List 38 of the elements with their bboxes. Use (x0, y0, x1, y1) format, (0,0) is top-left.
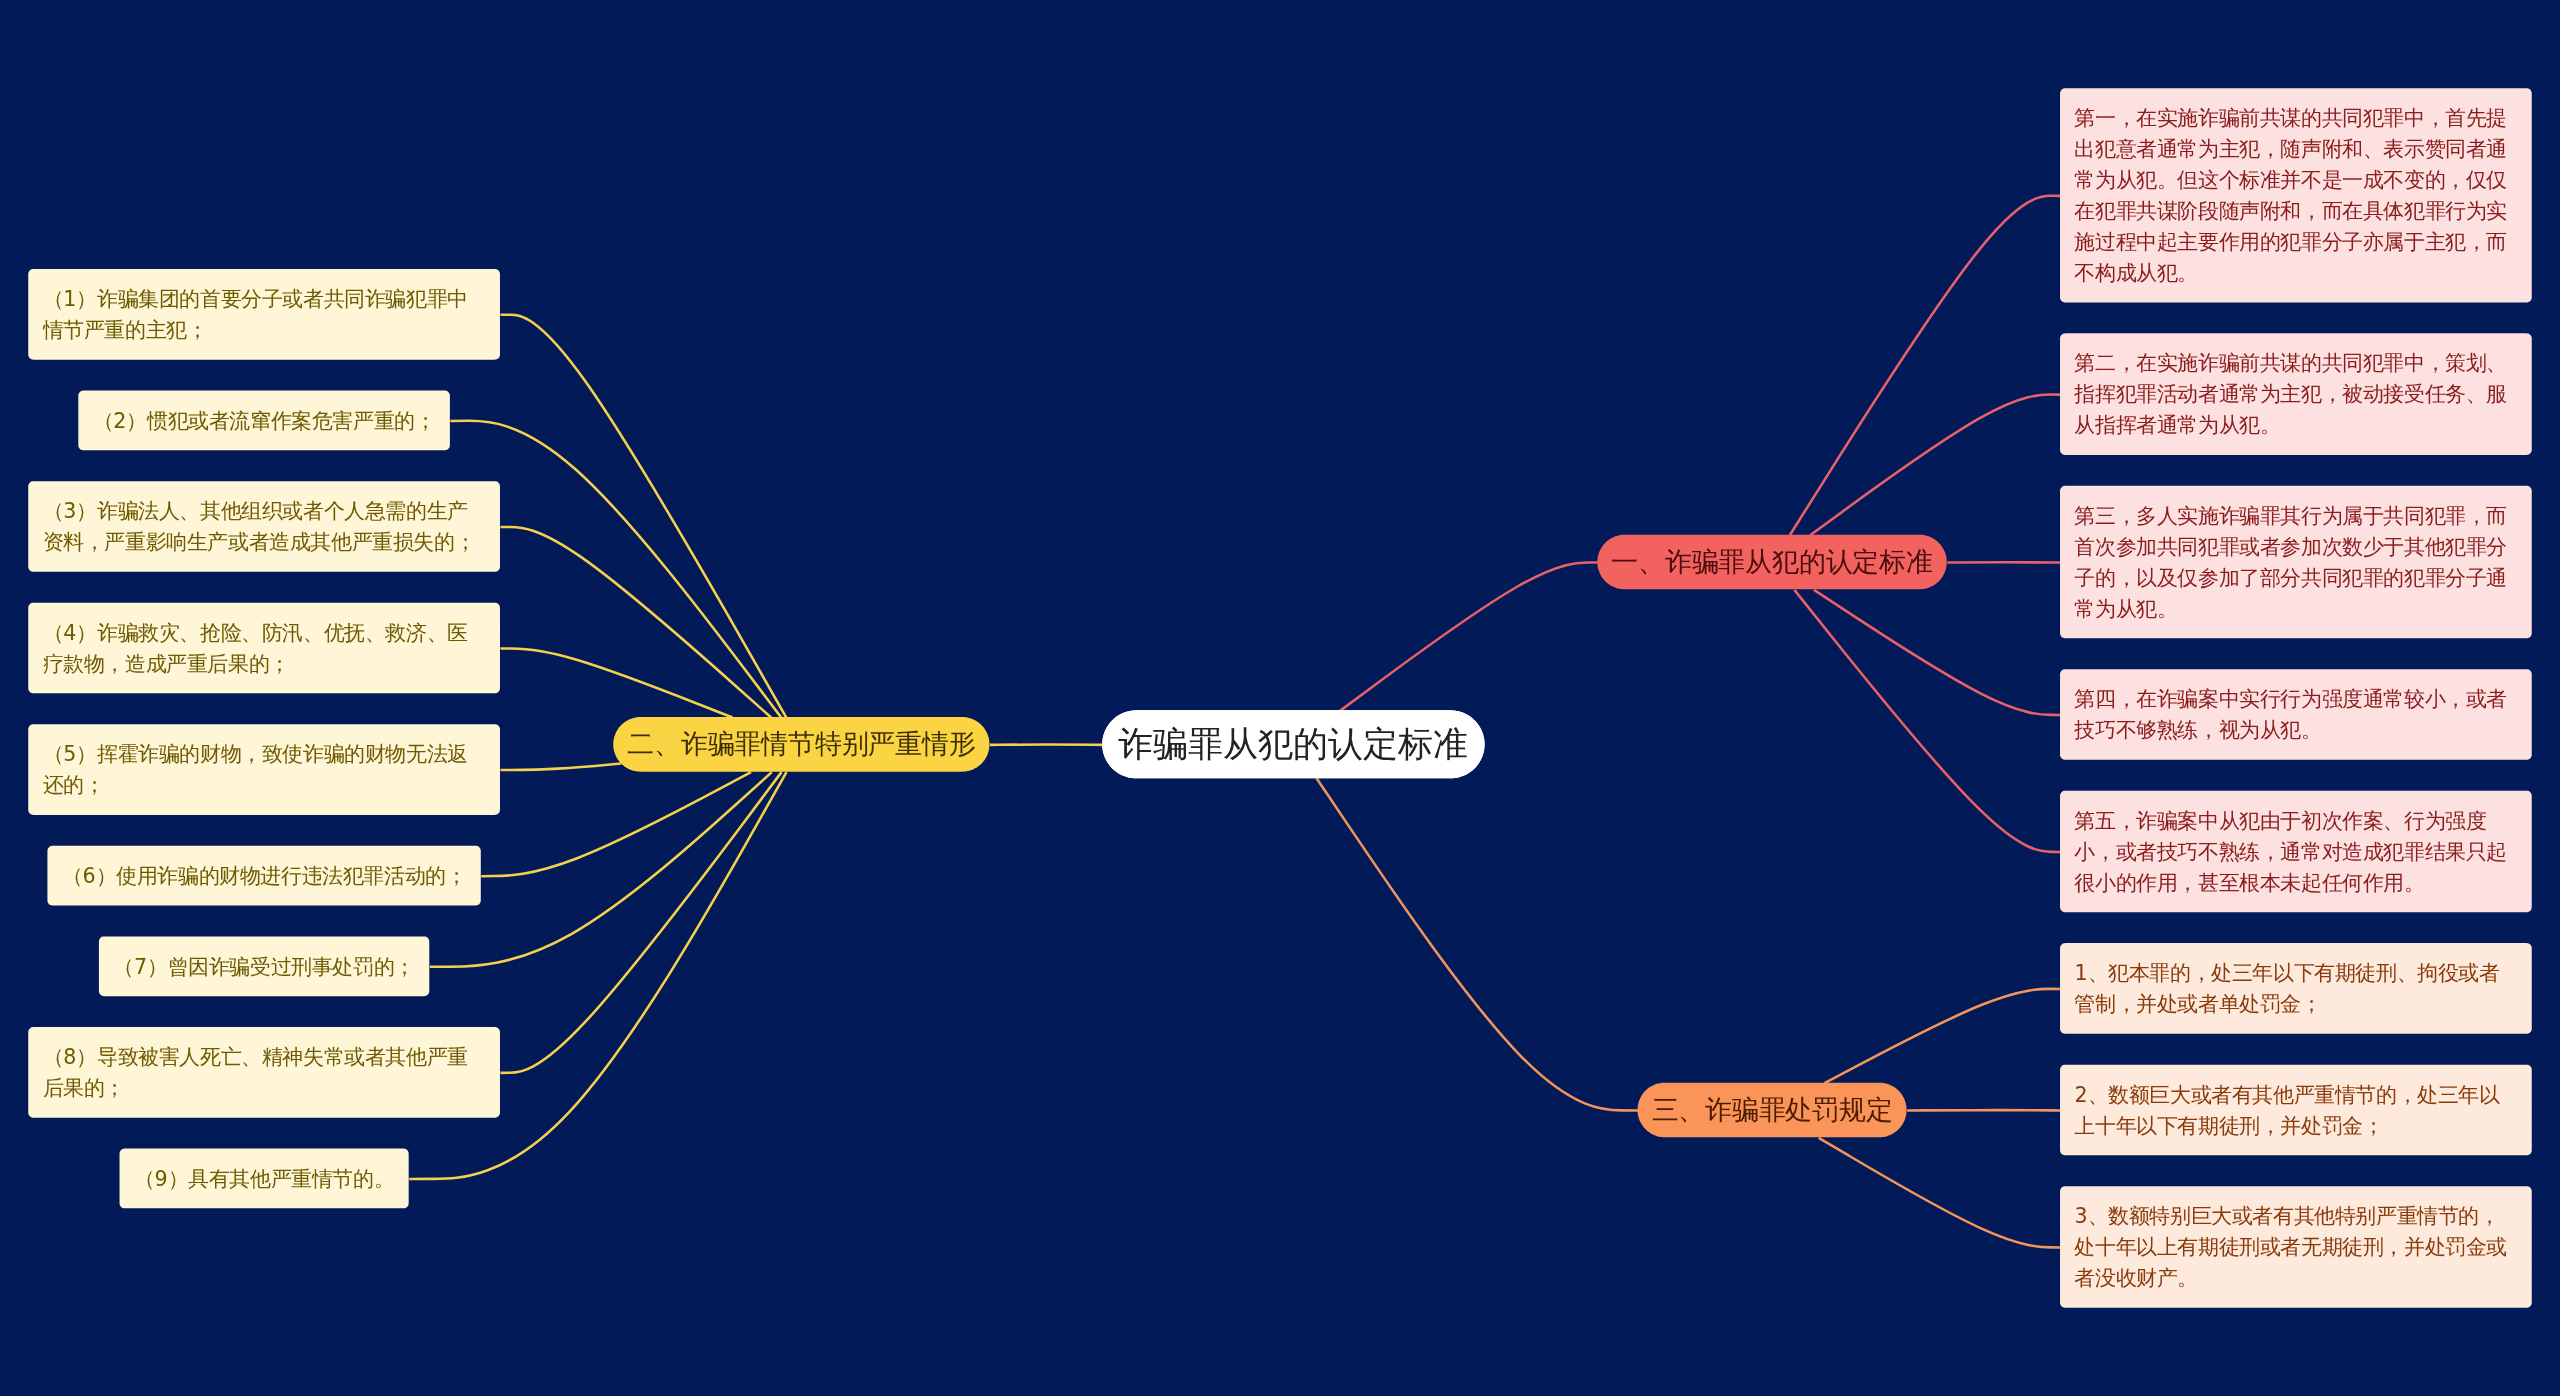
connector (500, 771, 783, 1075)
node-box: （6）使用诈骗的财物进行违法犯罪活动的； (47, 845, 481, 906)
node-box: （8）导致被害人死亡、精神失常或者其他严重后果的； (28, 1027, 500, 1118)
connector (481, 771, 752, 878)
connector (1813, 588, 2061, 717)
connector (1788, 194, 2061, 536)
connector (1907, 1108, 2061, 1112)
node-box: （2）惯犯或者流窜作案危害严重的； (78, 390, 450, 451)
node-box: 第五，诈骗案中从犯由于初次作案、行为强度小，或者技巧不熟练，通常对造成犯罪结果只起很小的作用，甚至根本未起任何作用。 (2060, 790, 2532, 913)
node-box: （3）诈骗法人、其他组织或者个人急需的生产资料，严重影响生产或者造成其他严重损失的； (28, 481, 500, 572)
connector (409, 771, 788, 1181)
node-box: （5）挥霍诈骗的财物，致使诈骗的财物无法返还的； (28, 724, 500, 815)
connector (1793, 589, 2061, 854)
connector (1315, 777, 1639, 1112)
node-box: 第一，在实施诈骗前共谋的共同犯罪中，首先提出犯意者通常为主犯，随声附和、表示赞同者通常为从犯。但这个标准并不是一成不变的，仅仅在犯罪共谋阶段随声附和，而在具体犯罪行为实施过程中起主要作用的犯罪分子亦属于主犯，而不构成从犯。 (2060, 88, 2532, 303)
node-box: 第四，在诈骗案中实行行为强度通常较小，或者技巧不够熟练，视为从犯。 (2060, 669, 2532, 760)
connector (500, 525, 773, 719)
connector (500, 762, 622, 772)
node-box: （1）诈骗集团的首要分子或者共同诈骗犯罪中情节严重的主犯； (28, 269, 500, 360)
node-box: 2、数额巨大或者有其他严重情节的，处三年以上十年以下有期徒刑，并处罚金； (2060, 1064, 2532, 1156)
connector (500, 313, 788, 719)
node-box: （9）具有其他严重情节的。 (119, 1148, 409, 1209)
node-box: 第二，在实施诈骗前共谋的共同犯罪中，策划、指挥犯罪活动者通常为主犯，被动接受任务、服从指挥者通常为从犯。 (2060, 333, 2532, 455)
node-box: （7）曾因诈骗受过刑事处罚的； (98, 936, 430, 997)
connector (1947, 560, 2061, 564)
node-box: 三、诈骗罪处罚规定 (1637, 1082, 1907, 1138)
node-box: 1、犯本罪的，处三年以下有期徒刑、拘役或者管制，并处或者单处罚金； (2060, 943, 2532, 1034)
connector (500, 647, 733, 719)
node-box: 3、数额特别巨大或者有其他特别严重情节的，处十年以上有期徒刑或者无期徒刑，并处罚金或者没收财产。 (2060, 1186, 2532, 1308)
node-box: 一、诈骗罪从犯的认定标准 (1597, 534, 1947, 590)
connector (429, 771, 773, 969)
connector (1809, 393, 2061, 537)
node-box: 第三，多人实施诈骗罪其行为属于共同犯罪，而首次参加共同犯罪或者参加次数少于其他犯罪分子的，以及仅参加了部分共同犯罪的犯罪分子通常为从犯。 (2060, 485, 2532, 639)
node-box: （4）诈骗救灾、抢险、防汛、优抚、救济、医疗款物，造成严重后果的； (28, 602, 500, 694)
connector (1818, 1136, 2061, 1249)
node-box: 二、诈骗罪情节特别严重情形 (613, 717, 990, 772)
connector (1823, 987, 2061, 1085)
connector (450, 419, 783, 719)
